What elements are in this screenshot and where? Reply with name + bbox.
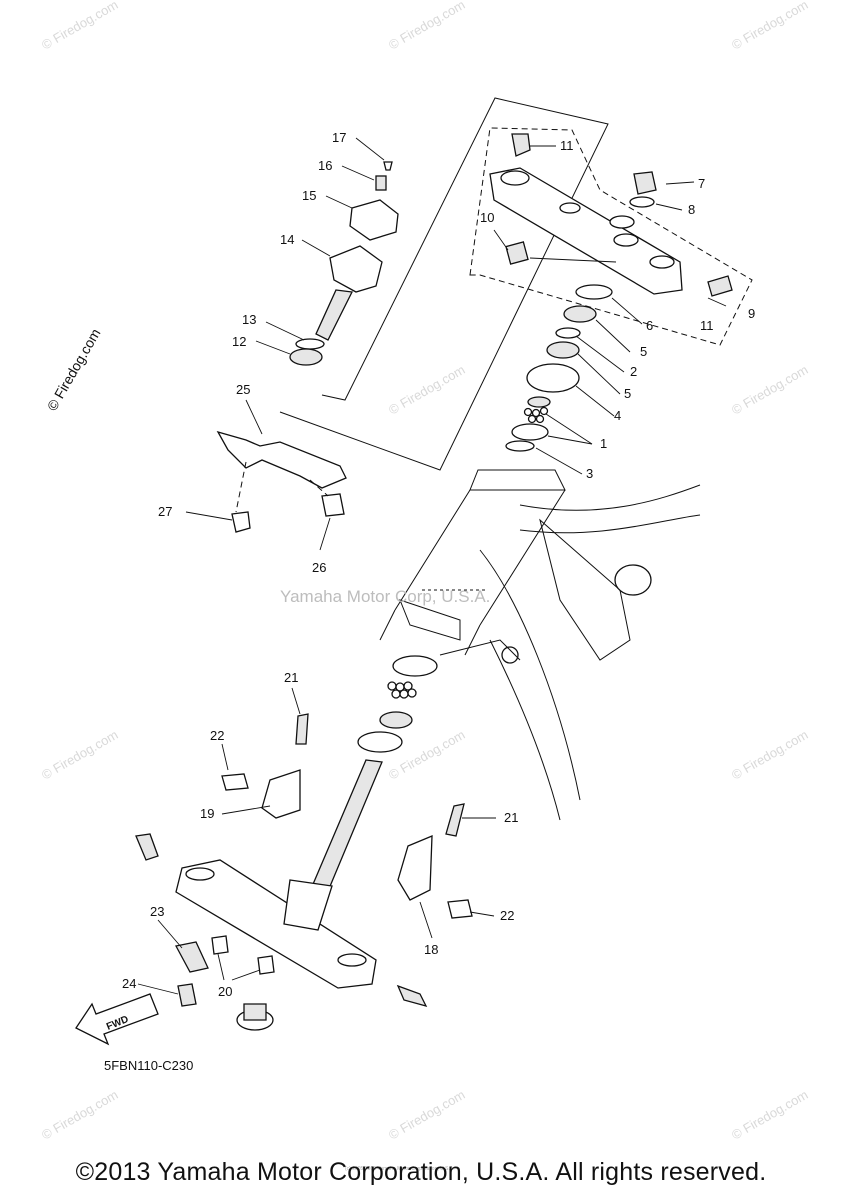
watermark-tile: © Firedog.com	[386, 727, 468, 783]
callout-15: 15	[302, 188, 316, 203]
callout-21-right: 21	[504, 810, 518, 825]
tiny-notice: (c) 2005-2016 Yamaha Motor Corporation, …	[345, 1166, 455, 1172]
callout-3: 3	[586, 466, 593, 481]
fork-brackets	[221, 713, 473, 919]
callout-4: 4	[614, 408, 621, 423]
callout-1: 1	[600, 436, 607, 451]
callout-labels: 17 16 15 14 13 12 11 7 8 10 11 9 6 5 2 5…	[122, 130, 755, 999]
callout-6: 6	[646, 318, 653, 333]
watermark-tile: © Firedog.com	[729, 727, 811, 783]
callout-17: 17	[332, 130, 346, 145]
callout-20: 20	[218, 984, 232, 999]
center-watermark: Yamaha Motor Corp, U.S.A.	[280, 587, 490, 606]
watermark-tile: © Firedog.com	[386, 362, 468, 418]
callout-9: 9	[748, 306, 755, 321]
cable-guide-group	[216, 430, 347, 533]
callout-11-top: 11	[560, 138, 574, 153]
callout-5-lower: 5	[624, 386, 631, 401]
callout-21-left: 21	[284, 670, 298, 685]
steering-head-stack	[505, 284, 613, 452]
callout-25: 25	[236, 382, 250, 397]
callout-8: 8	[688, 202, 695, 217]
callout-5-upper: 5	[640, 344, 647, 359]
callout-12: 12	[232, 334, 246, 349]
watermark-tile: © Firedog.com	[729, 0, 811, 53]
callout-10: 10	[480, 210, 494, 225]
fwd-arrow: FWD	[75, 993, 159, 1046]
callout-19: 19	[200, 806, 214, 821]
watermark-tile: © Firedog.com	[39, 0, 121, 53]
callout-14: 14	[280, 232, 294, 247]
callout-16: 16	[318, 158, 332, 173]
side-watermark: © Firedog.com	[44, 326, 104, 414]
tiled-watermarks: © Firedog.com © Firedog.com © Firedog.co…	[39, 0, 811, 1143]
callout-27: 27	[158, 504, 172, 519]
watermark-tile: © Firedog.com	[386, 1087, 468, 1143]
watermark-tile: © Firedog.com	[729, 362, 811, 418]
callout-22-right: 22	[500, 908, 514, 923]
callout-11-right: 11	[700, 318, 714, 333]
callout-2: 2	[630, 364, 637, 379]
callout-7: 7	[698, 176, 705, 191]
watermark-tile: © Firedog.com	[39, 727, 121, 783]
callout-23: 23	[150, 904, 164, 919]
copyright-footer: ©2013 Yamaha Motor Corporation, U.S.A. A…	[75, 1158, 767, 1186]
lower-fasteners	[175, 935, 275, 1007]
lower-bracket-group	[135, 759, 428, 1031]
frame-outline	[379, 469, 701, 821]
handlebar-mount-group	[279, 97, 609, 471]
watermark-tile: © Firedog.com	[386, 0, 468, 53]
callout-22-left: 22	[210, 728, 224, 743]
callout-24: 24	[122, 976, 136, 991]
callout-18: 18	[424, 942, 438, 957]
leader-lines	[137, 137, 727, 995]
callout-13: 13	[242, 312, 256, 327]
callout-26: 26	[312, 560, 326, 575]
watermark-tile: © Firedog.com	[39, 1087, 121, 1143]
watermark-tile: © Firedog.com	[729, 1087, 811, 1143]
lower-bearing-set	[357, 655, 438, 753]
diagram-code: 5FBN110-C230	[104, 1058, 193, 1073]
upper-bracket-group	[469, 127, 753, 346]
